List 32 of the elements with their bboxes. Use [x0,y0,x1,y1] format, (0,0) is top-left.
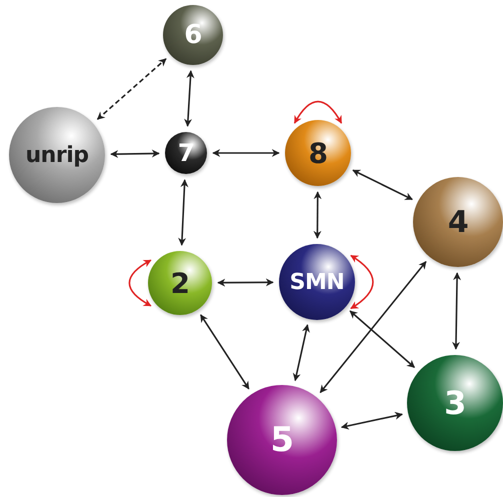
node-sphere [407,355,503,451]
node-label: 2 [170,266,190,300]
arrow [452,272,462,350]
node-label: SMN [290,270,344,294]
node-sphere [165,132,207,174]
self-loop-arrow [350,254,374,310]
arrow [178,179,188,246]
node-label: 6 [184,20,202,50]
arrow [96,58,167,120]
node-label: 7 [178,139,194,167]
arrow [184,70,194,127]
arrow [313,191,322,239]
arrow [349,310,415,368]
arrow [292,324,310,382]
arrow [212,149,280,157]
node-sphere [148,251,212,315]
arrow [217,278,274,287]
node-sphere [413,177,503,267]
arrow [320,261,427,394]
arrow [352,170,413,200]
node-label: 4 [448,204,468,240]
self-loop-arrow [294,100,342,124]
arrow [340,412,403,430]
node-sphere [285,120,351,186]
node-sphere [163,5,223,65]
node-label: 5 [270,420,294,460]
arrow [110,150,160,158]
arrow [200,314,250,390]
node-label: 8 [308,136,328,170]
node-label: unrip [26,142,88,168]
self-loop-arrow [128,260,152,306]
node-label: 3 [444,384,466,422]
